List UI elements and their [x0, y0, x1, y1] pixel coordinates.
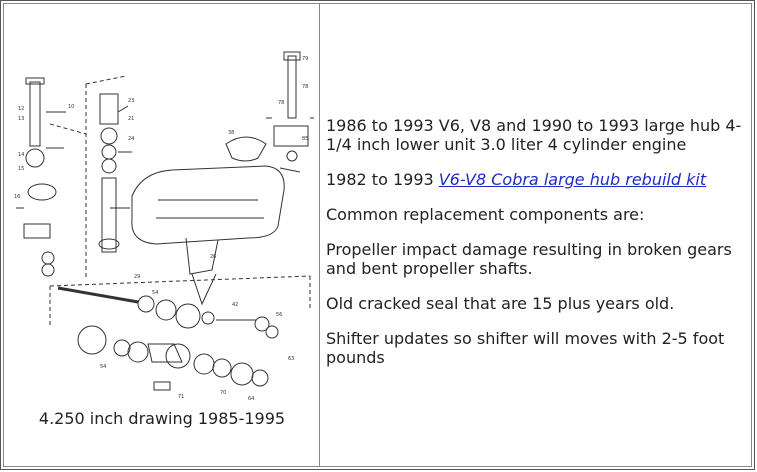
svg-text:15: 15 — [18, 166, 24, 172]
svg-text:78: 78 — [278, 100, 284, 106]
svg-text:79: 79 — [302, 56, 308, 62]
svg-text:54: 54 — [152, 290, 158, 296]
svg-text:85: 85 — [302, 136, 308, 142]
drawing-caption: 4.250 inch drawing 1985-1995 — [38, 409, 286, 428]
svg-text:16: 16 — [14, 194, 20, 200]
content-table: 12 13 10 14 15 16 23 21 24 38 78 79 78 85 26 29 54 4… — [3, 3, 752, 467]
description-cell: 1986 to 1993 V6, V8 and 1990 to 1993 lar… — [320, 4, 751, 466]
svg-text:70: 70 — [220, 390, 226, 396]
svg-text:14: 14 — [18, 152, 24, 158]
svg-text:71: 71 — [178, 394, 184, 400]
svg-text:42: 42 — [232, 302, 238, 308]
svg-text:78: 78 — [302, 84, 308, 90]
rebuild-kit-paragraph: 1982 to 1993 V6-V8 Cobra large hub rebui… — [326, 170, 746, 189]
shifter-paragraph: Shifter updates so shifter will moves wi… — [326, 329, 725, 367]
svg-text:54: 54 — [100, 364, 106, 370]
svg-text:63: 63 — [288, 356, 294, 362]
svg-text:23: 23 — [128, 98, 134, 104]
svg-text:10: 10 — [68, 104, 74, 110]
description-text: 1986 to 1993 V6, V8 and 1990 to 1993 lar… — [326, 116, 746, 383]
svg-text:21: 21 — [128, 116, 134, 122]
rebuild-kit-prefix: 1982 to 1993 — [326, 170, 439, 189]
components-heading: Common replacement components are: — [326, 205, 645, 224]
propeller-damage-paragraph: Propeller impact damage resulting in bro… — [326, 240, 732, 278]
svg-text:13: 13 — [18, 116, 24, 122]
svg-text:56: 56 — [276, 312, 282, 318]
model-years-paragraph: 1986 to 1993 V6, V8 and 1990 to 1993 lar… — [326, 116, 742, 154]
svg-text:38: 38 — [228, 130, 234, 136]
exploded-parts-drawing: 12 13 10 14 15 16 23 21 24 38 78 79 78 85 26 29 54 4… — [14, 51, 314, 402]
svg-text:26: 26 — [210, 254, 216, 260]
svg-text:29: 29 — [134, 274, 140, 280]
svg-text:24: 24 — [128, 136, 134, 142]
svg-text:12: 12 — [18, 106, 24, 112]
svg-text:64: 64 — [248, 396, 254, 402]
rebuild-kit-link[interactable]: V6-V8 Cobra large hub rebuild kit — [438, 170, 707, 189]
drawing-cell: 12 13 10 14 15 16 23 21 24 38 78 79 78 85 26 29 54 4… — [4, 4, 320, 466]
seal-paragraph: Old cracked seal that are 15 plus years … — [326, 294, 675, 313]
